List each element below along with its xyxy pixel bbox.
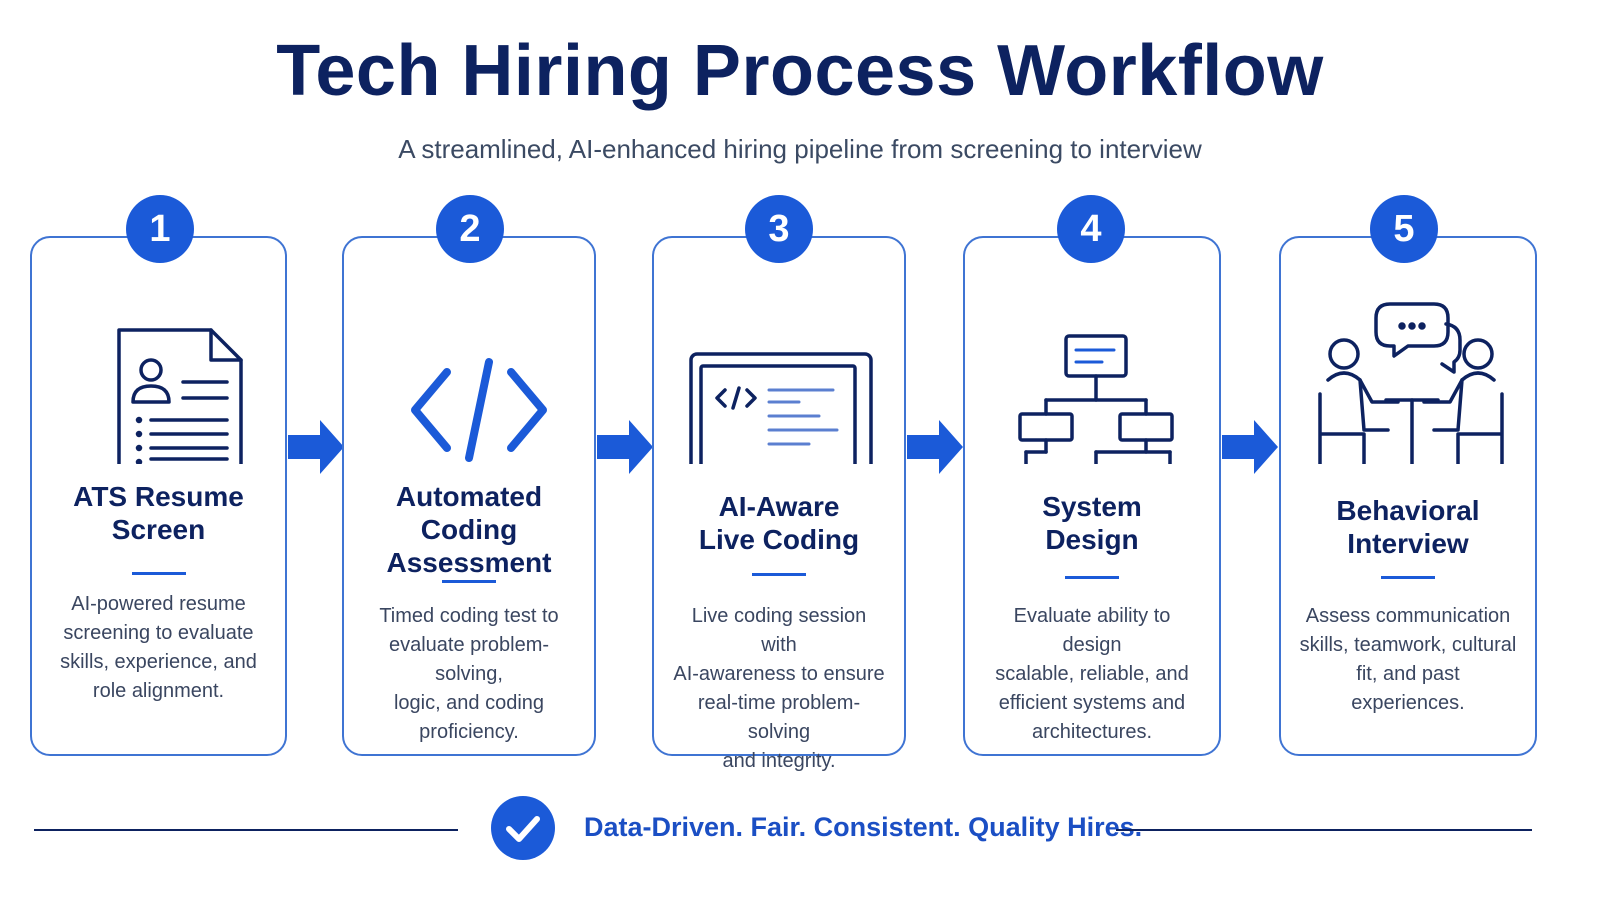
step-card-ats-resume-screen: ATS Resume Screen AI-powered resume scre… (30, 236, 287, 756)
title-underline (1381, 576, 1435, 579)
step-title: ATS Resume Screen (73, 481, 244, 545)
step-4-number-badge: 4 (1057, 195, 1125, 263)
step-1-number-badge: 1 (126, 195, 194, 263)
step-description: Timed coding test to evaluate problem-so… (379, 605, 559, 743)
page-title: Tech Hiring Process Workflow (276, 31, 1324, 111)
flow-arrow-icon (286, 418, 346, 476)
code-brackets-icon (359, 284, 579, 464)
step-description: Live coding session with AI-awareness to… (673, 605, 885, 772)
footer-divider-right (1116, 829, 1532, 831)
interview-conversation-icon (1298, 284, 1518, 464)
step-title: System Design (1042, 491, 1142, 555)
step-title: AI-Aware Live Coding (698, 491, 860, 555)
footer-divider-left (34, 829, 458, 831)
page-subtitle: A streamlined, AI-enhanced hiring pipeli… (398, 134, 1202, 164)
architecture-diagram-icon (982, 284, 1202, 464)
step-description: AI-powered resume screening to evaluate … (60, 593, 257, 702)
checkmark-circle-icon (490, 795, 556, 861)
step-title: Automated Coding Assessment (386, 481, 552, 578)
step-card-ai-aware-live-coding: AI-Aware Live Coding Live coding session… (652, 236, 906, 772)
title-underline (752, 573, 806, 576)
step-card-behavioral-interview: Behavioral Interview Assess communicatio… (1279, 236, 1537, 756)
laptop-code-icon (669, 284, 889, 464)
step-5-number-badge: 5 (1370, 195, 1438, 263)
step-description: Assess communication skills, teamwork, c… (1299, 605, 1517, 714)
footer-tagline: Data-Driven. Fair. Consistent. Quality H… (584, 812, 1143, 842)
flow-arrow-icon (595, 418, 655, 476)
step-3-number-badge: 3 (745, 195, 813, 263)
step-description: Evaluate ability to design scalable, rel… (995, 605, 1189, 743)
title-underline (131, 572, 186, 575)
step-2-number-badge: 2 (436, 195, 504, 263)
step-card-automated-coding-assessment: Automated Coding Assessment Timed coding… (342, 236, 596, 756)
step-card-system-design: System Design Evaluate ability to design… (963, 236, 1221, 756)
resume-document-icon (49, 284, 269, 464)
flow-arrow-icon (905, 418, 965, 476)
title-underline (442, 580, 496, 583)
step-title: Behavioral Interview (1336, 495, 1480, 559)
flow-arrow-icon (1220, 418, 1280, 476)
title-underline (1065, 576, 1119, 579)
